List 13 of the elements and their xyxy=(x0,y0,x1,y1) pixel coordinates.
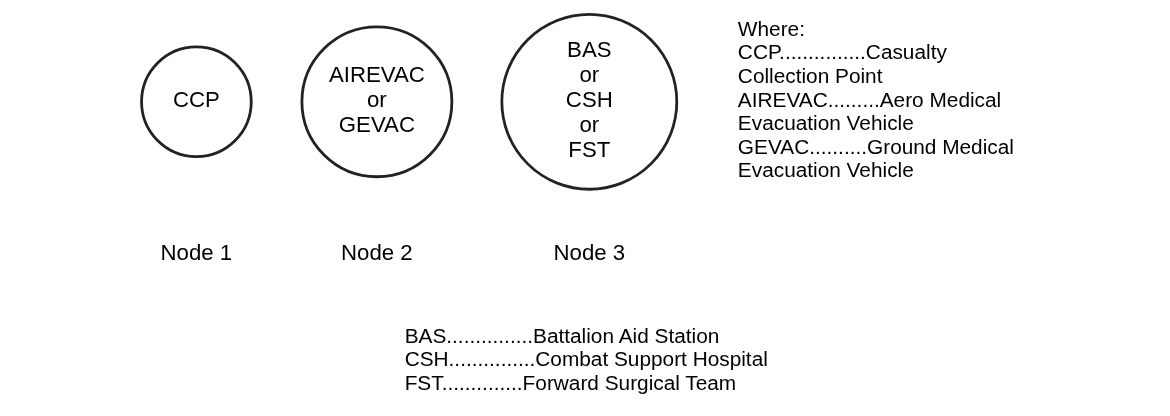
node-label: Node 3 xyxy=(553,240,625,266)
label: BAS...............Battalion Aid Station xyxy=(404,323,719,347)
node-circle: BAS or CSH or FST xyxy=(499,12,678,191)
node-circle: CCP xyxy=(139,45,253,158)
label: GEVAC..........Ground Medical Evacuation Vehicle xyxy=(737,134,1014,182)
label: CSH...............Combat Support Hospital xyxy=(404,347,768,371)
label: Where: xyxy=(737,16,805,40)
label: CCP...............Casualty Collection Point xyxy=(737,40,947,88)
node-label: Node 2 xyxy=(340,240,413,266)
label: FST..............Forward Surgical Team xyxy=(404,370,736,394)
node-circle: AIREVAC or GEVAC xyxy=(300,25,453,179)
label: AIREVAC.........Aero Medical Evacuation Vehicle xyxy=(737,87,1001,135)
node-label: Node 1 xyxy=(160,240,232,266)
